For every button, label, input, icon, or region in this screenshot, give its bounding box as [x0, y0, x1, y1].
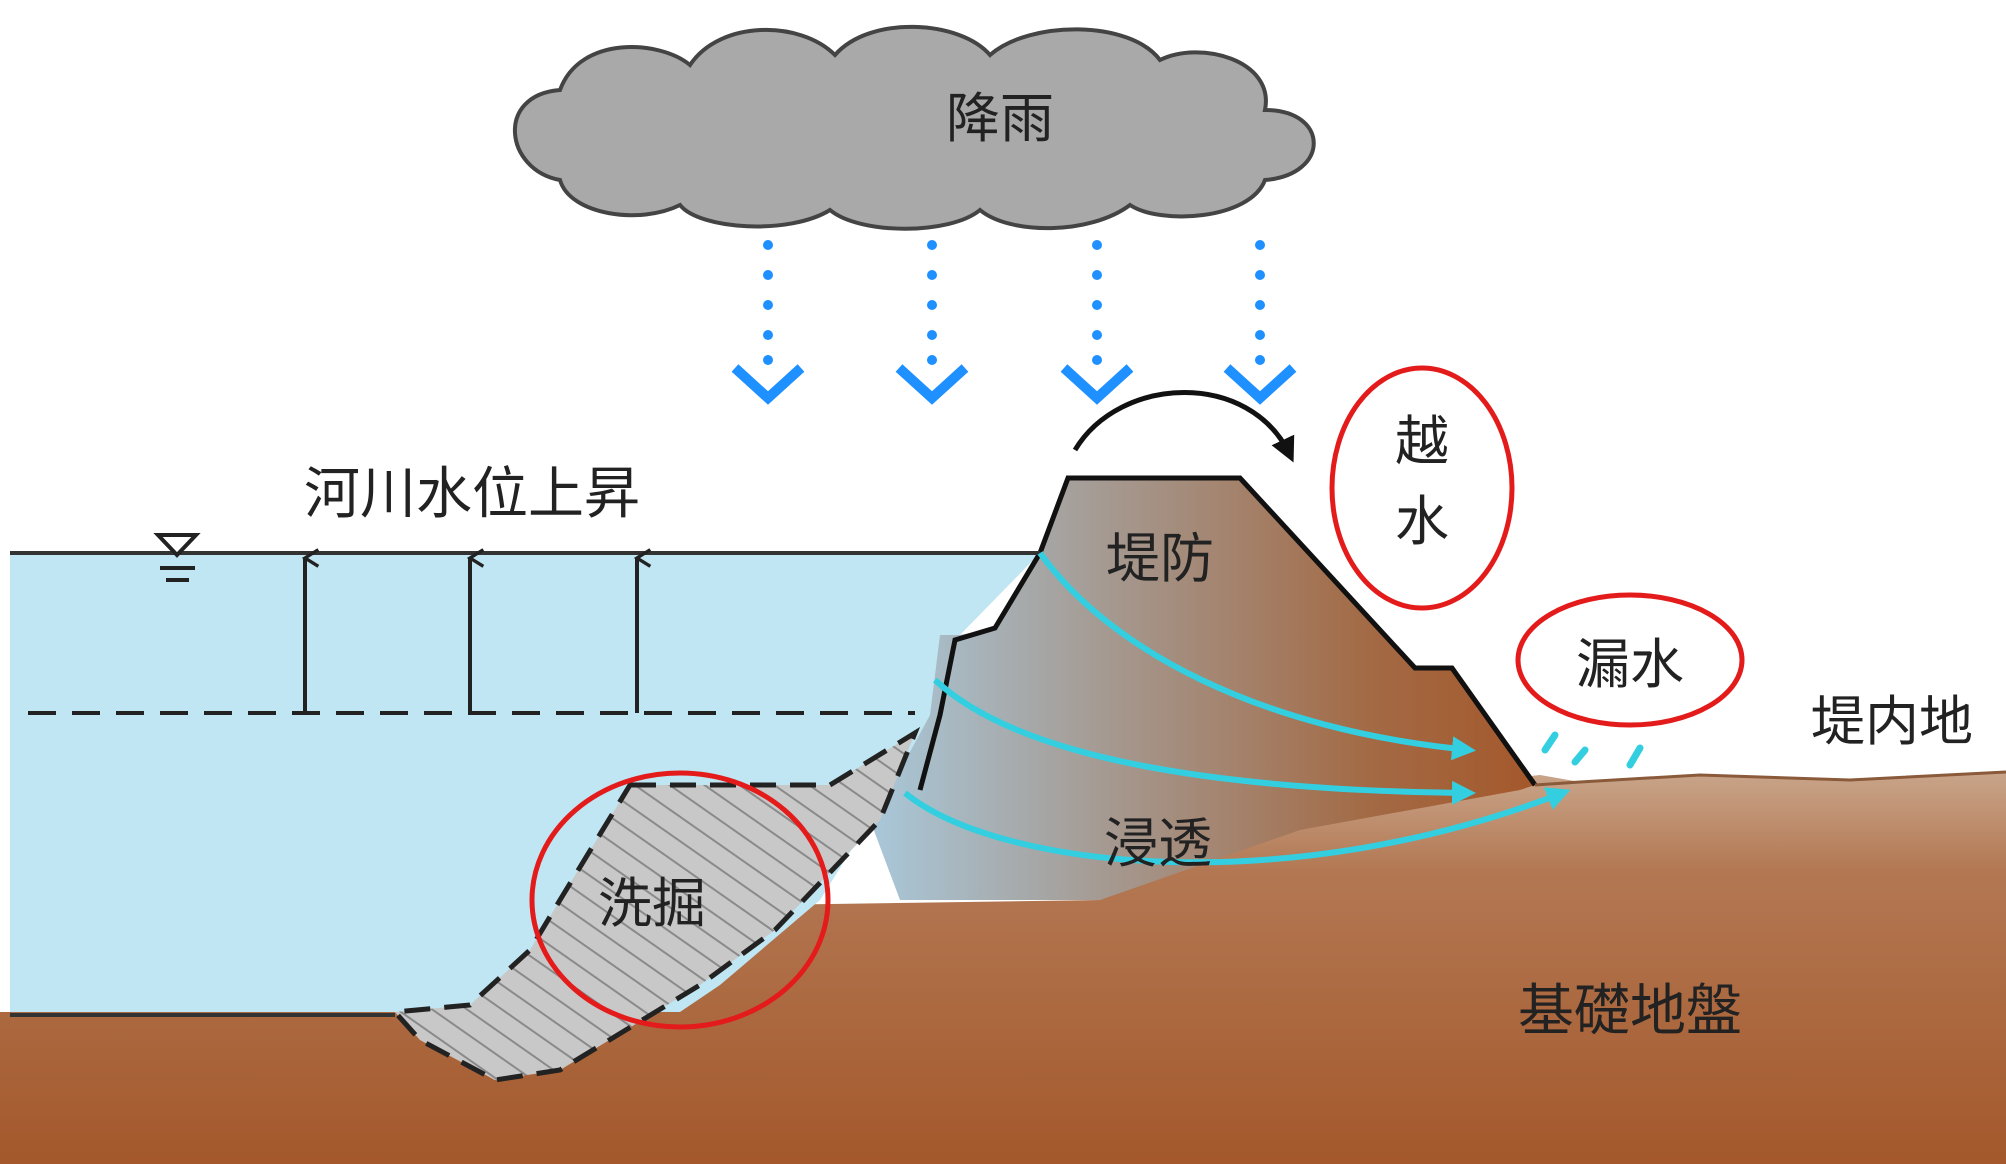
leak-splash	[1541, 731, 1644, 769]
seepage-arrow	[932, 677, 1476, 805]
overtopping-label-1: 越	[1395, 410, 1449, 473]
scour-highlight	[529, 770, 831, 1030]
levee-outline	[917, 475, 1538, 791]
river-rise-label: 河川水位上昇	[304, 462, 640, 527]
leakage-label: 漏水	[1576, 633, 1684, 696]
seepage-arrow	[903, 787, 1571, 866]
rain-drop-column	[895, 240, 969, 405]
seepage-label: 浸透	[1104, 812, 1212, 875]
rain-drops	[731, 240, 1297, 405]
levee-label: 堤防	[1106, 527, 1214, 590]
scour-area	[389, 726, 921, 1083]
seepage-arrow	[1037, 551, 1476, 761]
curved-arrow-icon	[1072, 390, 1295, 463]
inland-label: 堤内地	[1811, 690, 1973, 753]
rain-label: 降雨	[946, 87, 1054, 150]
foundation-ground	[0, 772, 2006, 1164]
foundation-label: 基礎地盤	[1518, 979, 1742, 1044]
overtopping-label-2: 水	[1395, 490, 1449, 553]
water-level-symbol-icon	[153, 533, 201, 582]
rain-cloud	[512, 24, 1316, 231]
rain-drop-column	[731, 240, 805, 405]
rain-drop-column	[1060, 240, 1134, 405]
levee-body	[870, 478, 1535, 900]
overtopping-highlight	[1329, 365, 1515, 611]
inland-surface	[1534, 770, 2006, 787]
scour-label: 洗掘	[598, 872, 706, 935]
rain-drop-column	[1223, 240, 1297, 405]
leakage-highlight	[1515, 592, 1745, 728]
